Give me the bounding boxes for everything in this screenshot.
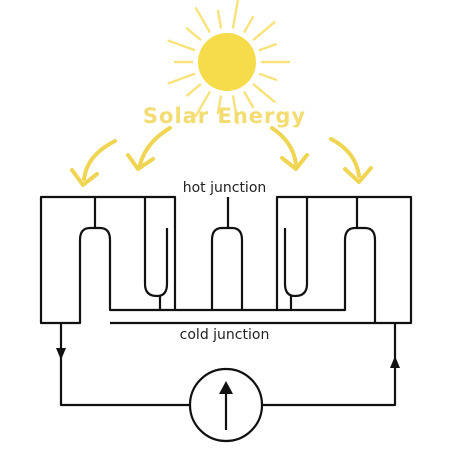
arrow-head-2 (126, 153, 155, 171)
sun-ray (258, 43, 278, 52)
external-circuit (56, 323, 400, 443)
arrow-curve-3 (270, 126, 298, 166)
current-arrow-up (390, 356, 400, 368)
sun-ray (194, 7, 211, 33)
sun-ray (167, 39, 196, 52)
leg-dividers (93, 197, 359, 310)
sun-ray (243, 91, 255, 109)
sun-ray (243, 15, 255, 33)
hot-junction-label: hot junction (182, 180, 267, 196)
sun-ray (216, 95, 223, 115)
arrow-head-3 (280, 153, 309, 171)
thermocouple-outline (39, 195, 413, 325)
sun-icon (167, 0, 291, 125)
galvanometer-icon (188, 367, 264, 443)
sun-ray (216, 9, 223, 29)
solar-energy-title: Solar Energy (142, 104, 307, 128)
sun-rays (167, 0, 291, 125)
sun-ray (194, 91, 211, 117)
cold-junction-label: cold junction (179, 327, 270, 343)
sun-ray (185, 27, 202, 41)
thermocouple-array (39, 195, 413, 325)
arrow-curve-2 (138, 126, 172, 167)
arrow-curve-4 (329, 137, 361, 178)
arrow-curve-1 (82, 139, 117, 181)
sun-ray (167, 72, 196, 85)
arrow-head-1 (70, 168, 99, 187)
sun-ray (231, 0, 239, 29)
sun-ray (252, 20, 276, 41)
solar-energy-arrows (70, 126, 373, 187)
current-arrow-down (56, 348, 66, 360)
arrow-head-4 (343, 166, 373, 184)
sun-ray (231, 95, 239, 125)
sun-ray (252, 83, 276, 104)
sun-ray (258, 72, 278, 81)
sun-disc (198, 33, 256, 91)
sun-ray (185, 83, 202, 97)
